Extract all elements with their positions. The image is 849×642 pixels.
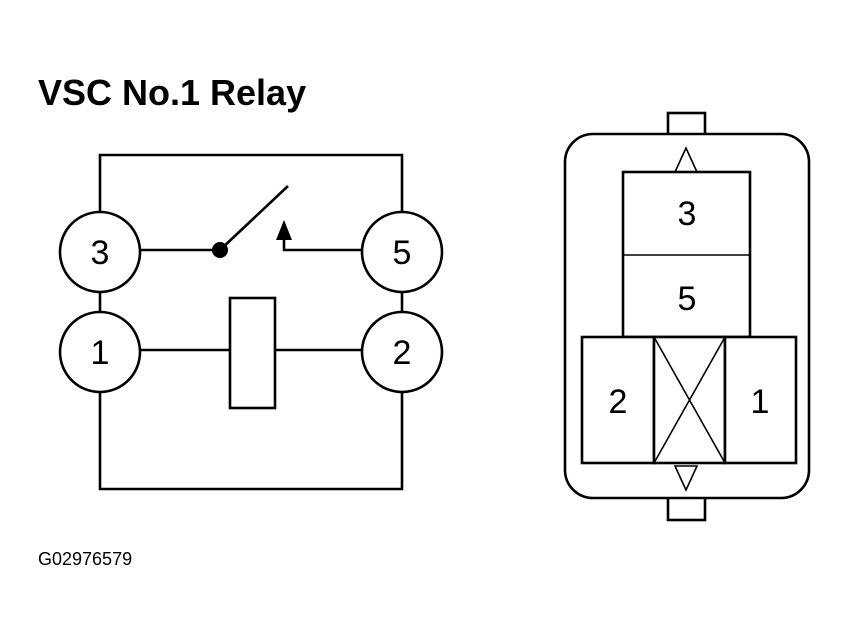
wire-switch-right [282, 240, 362, 252]
relay-schematic: 3 5 1 2 [58, 153, 444, 491]
switch-arm [219, 185, 289, 251]
wire-top [98, 153, 404, 218]
relay-coil [228, 296, 277, 410]
cell-5-label: 5 [678, 280, 697, 318]
terminal-1-label: 1 [91, 334, 110, 372]
terminal-3-label: 3 [91, 234, 110, 272]
terminal-2 [360, 310, 444, 394]
terminal-5-label: 5 [393, 234, 412, 272]
figure-id: G02976579 [38, 549, 132, 569]
terminal-5 [360, 210, 444, 294]
bottom-arrow-icon [673, 465, 699, 492]
contact-arrow-icon [276, 220, 292, 240]
terminal-1 [58, 310, 142, 394]
terminal-3 [58, 210, 142, 294]
cell-3-label: 3 [678, 195, 697, 233]
relay-connector: 3 5 2 1 [563, 111, 811, 522]
diagram-title: VSC No.1 Relay [38, 72, 306, 113]
cell-2 [580, 335, 656, 465]
cell-2-label: 2 [609, 383, 628, 421]
cell-1-label: 1 [751, 383, 770, 421]
cross-line-b [653, 336, 726, 464]
wire-bottom [98, 392, 404, 491]
connector-bottom-tab [666, 494, 707, 522]
cell-1 [723, 335, 798, 465]
terminal-2-label: 2 [393, 334, 412, 372]
